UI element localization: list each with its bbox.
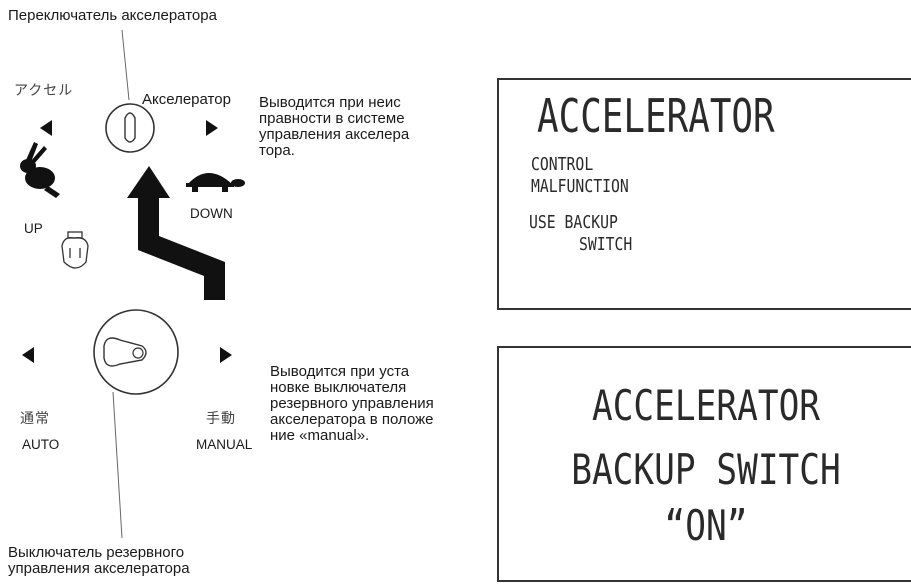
- accelerator-label: Акселератор: [142, 91, 231, 108]
- accelerator-warning-lamp-icon: [61, 231, 89, 269]
- turtle-icon: [186, 173, 245, 192]
- backup-switch-label: Выключатель резервного управления акселе…: [8, 544, 190, 577]
- malfunction-display-line: USE BACKUP: [529, 212, 618, 233]
- backup-switch-knob-icon: [93, 309, 179, 395]
- accel-switch-leader-line: [121, 29, 130, 101]
- left-arrow-icon: [40, 120, 52, 136]
- right-arrow-icon: [220, 347, 232, 363]
- up-label: UP: [24, 221, 43, 236]
- rabbit-icon: [20, 142, 60, 198]
- down-label: DOWN: [190, 206, 233, 221]
- malfunction-description: Выводится при неис правности в системе у…: [259, 94, 410, 159]
- malfunction-display-title: ACCELERATOR: [537, 89, 775, 143]
- malfunction-display-line: CONTROL: [531, 154, 594, 175]
- backup-display-line: “ON”: [664, 501, 748, 550]
- backup-display-line: BACKUP SWITCH: [571, 445, 841, 494]
- backup-display-line: ACCELERATOR: [591, 381, 821, 430]
- accel-jp-label: アクセル: [14, 83, 74, 99]
- malfunction-display-line: SWITCH: [579, 234, 633, 255]
- auto-label: AUTO: [22, 437, 60, 452]
- backup-display-panel: ACCELERATOR BACKUP SWITCH “ON”: [497, 346, 911, 582]
- accelerator-switch-label: Переключатель акселератора: [8, 7, 217, 24]
- left-arrow-icon: [22, 347, 34, 363]
- backup-switch-leader-line: [112, 391, 123, 539]
- auto-jp-label: 通常: [20, 411, 50, 427]
- manual-jp-label: 手動: [206, 411, 236, 427]
- backup-on-description: Выводится при уста новке выключателя рез…: [270, 363, 434, 444]
- connector-arrow-icon: [127, 166, 225, 300]
- manual-label: MANUAL: [196, 437, 253, 452]
- accelerator-knob-icon: [105, 103, 155, 153]
- malfunction-display-panel: ACCELERATOR CONTROL MALFUNCTION USE BACK…: [497, 78, 911, 310]
- malfunction-display-line: MALFUNCTION: [531, 176, 629, 197]
- right-arrow-icon: [206, 120, 218, 136]
